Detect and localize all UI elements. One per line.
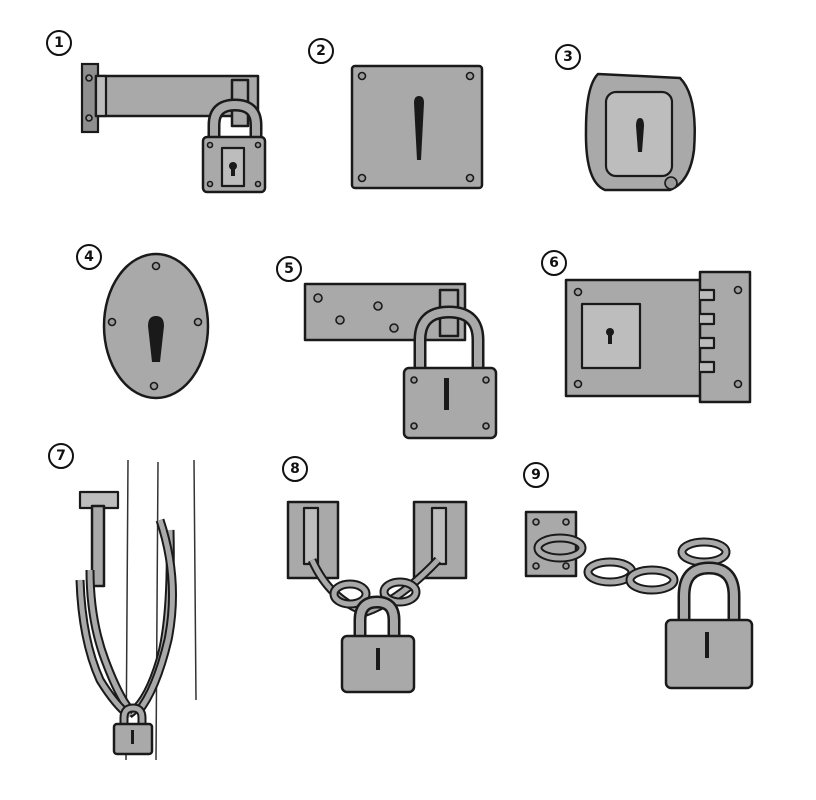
label-2: 2	[308, 38, 334, 64]
lock-1-hasp-padlock	[80, 62, 267, 194]
lock-9-chain-single-plate	[524, 510, 754, 690]
label-6: 6	[541, 250, 567, 276]
label-1: 1	[46, 30, 72, 56]
lock-7-hanging-chain	[75, 459, 197, 761]
lock-5-strap-padlock	[303, 282, 498, 440]
label-8: 8	[282, 456, 308, 482]
lock-4-oval-plate	[102, 252, 210, 400]
label-9: 9	[523, 462, 549, 488]
lock-8-chain-two-plates	[286, 500, 468, 694]
lock-2-square-plate	[350, 64, 484, 190]
lock-6-rim-lock	[564, 270, 752, 404]
label-4: 4	[76, 244, 102, 270]
lock-3-rounded-plate	[584, 72, 696, 192]
label-5: 5	[276, 256, 302, 282]
label-3: 3	[555, 44, 581, 70]
label-7: 7	[48, 443, 74, 469]
